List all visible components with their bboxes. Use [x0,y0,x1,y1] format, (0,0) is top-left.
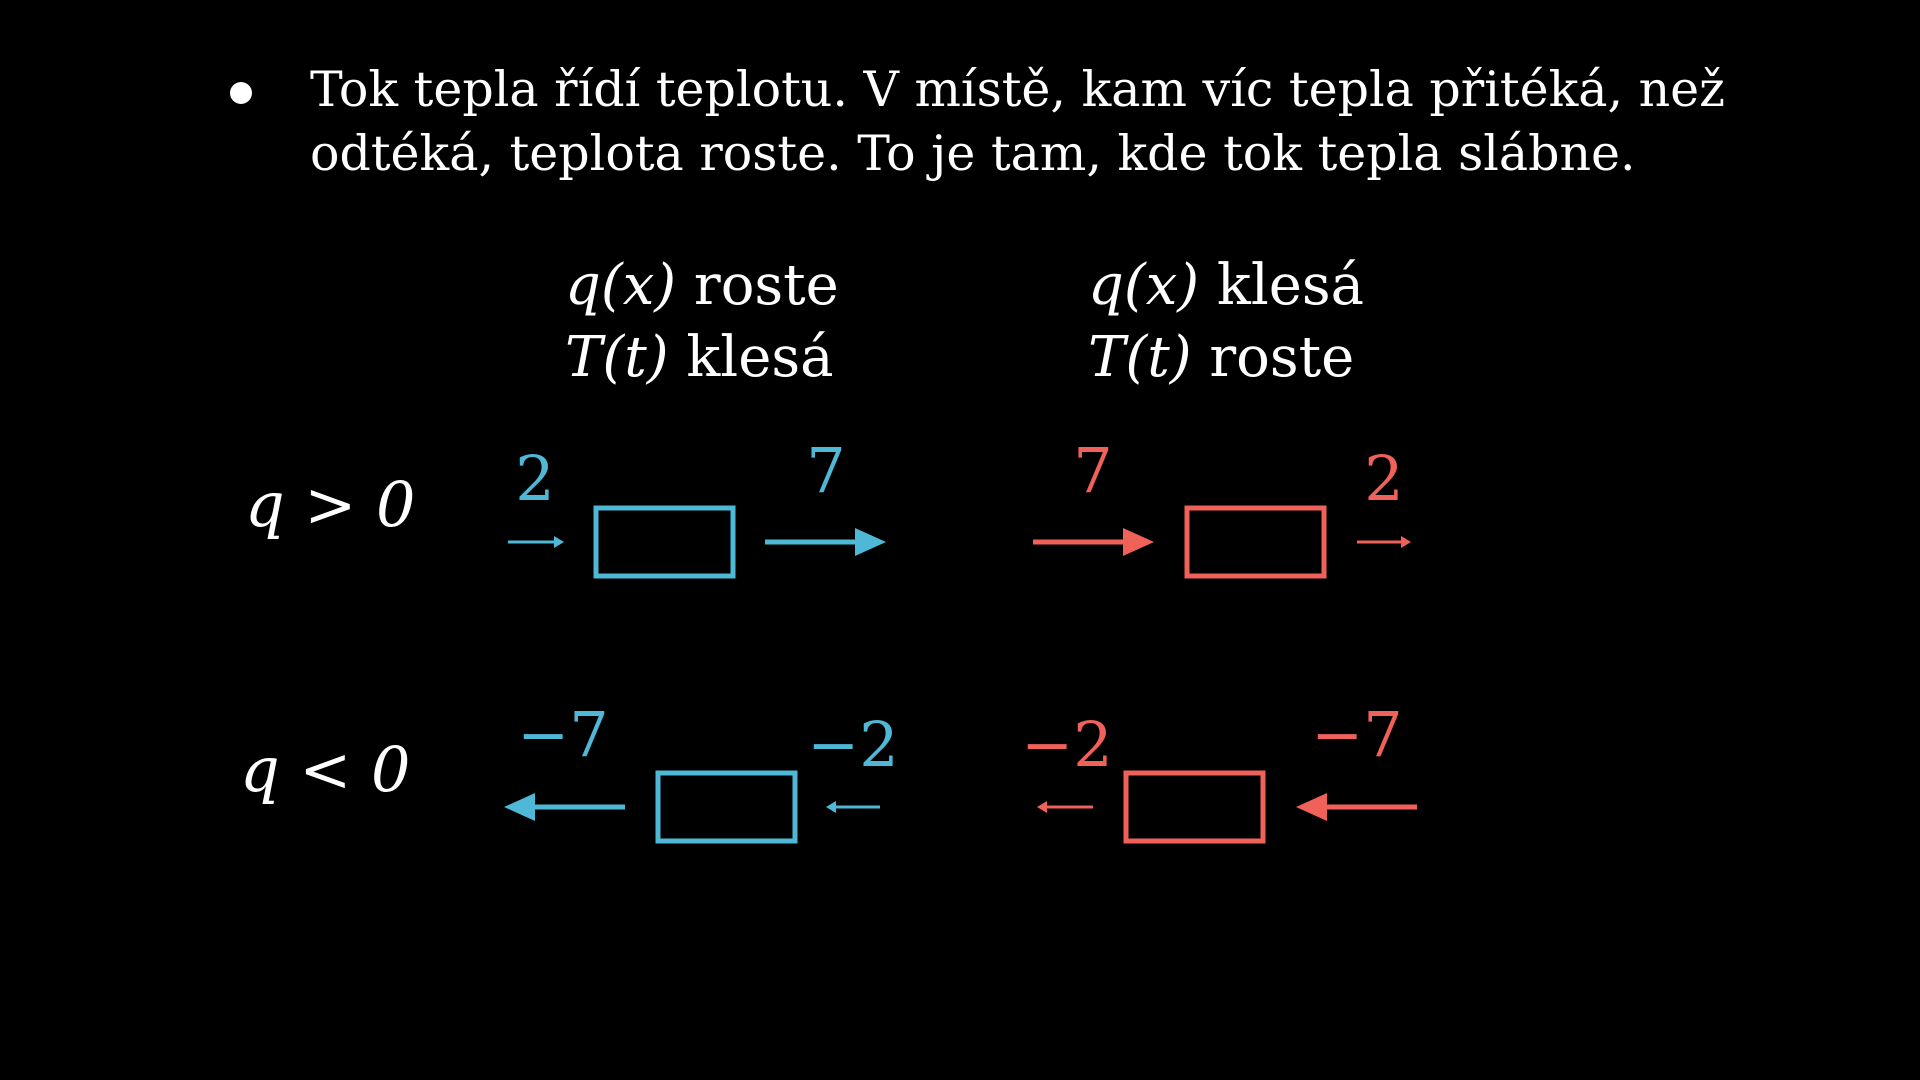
bottom-right-left-value: −2 [1021,708,1112,781]
left-column-heading: q(x) roste T(t) klesá [565,250,839,394]
top-right-small-arrow-head-icon [1401,536,1411,548]
top-right-outflow-value: 2 [1364,442,1403,515]
left-heading-line-1: q(x) roste [565,250,839,322]
top-left-inflow-value: 2 [515,442,554,515]
bottom-left-small-arrow-head-icon [826,801,836,813]
right-column-heading: q(x) klesá T(t) roste [1088,250,1364,394]
row-label-q-positive: q > 0 [245,468,416,541]
row-label-q-negative: q < 0 [240,733,411,806]
bottom-right-small-arrow-head-icon [1037,801,1047,813]
top-right-large-arrow-head-icon [1123,528,1154,556]
q-of-x-symbol: q(x) [565,253,677,318]
bullet-line-2: odtéká, teplota roste. To je tam, kde to… [310,125,1636,182]
bottom-right-right-value: −7 [1311,698,1402,771]
left-heading-line-2: T(t) klesá [565,322,839,394]
bottom-left-right-value: −2 [807,708,898,781]
top-right-inflow-value: 7 [1073,434,1112,507]
left-heading-t-text: klesá [668,325,834,390]
bottom-right-large-arrow-head-icon [1296,793,1327,821]
bottom-left-left-value: −7 [517,698,608,771]
q-of-x-symbol: q(x) [1088,253,1200,318]
right-heading-line-1: q(x) klesá [1088,250,1364,322]
top-left-small-arrow-head-icon [554,536,564,548]
right-heading-q-text: klesá [1199,253,1365,318]
bullet-line-1: Tok tepla řídí teplotu. V místě, kam víc… [310,61,1725,118]
top-left-outflow-value: 7 [806,434,845,507]
right-heading-t-text: roste [1191,325,1355,390]
t-of-t-symbol: T(t) [1088,325,1192,390]
bottom-left-large-arrow-head-icon [504,793,535,821]
bottom-left-element-box [655,770,798,844]
right-heading-line-2: T(t) roste [1088,322,1364,394]
top-left-large-arrow-head-icon [855,528,886,556]
left-heading-q-text: roste [676,253,839,318]
t-of-t-symbol: T(t) [565,325,669,390]
bottom-right-element-box [1123,770,1266,844]
bullet-point-icon [230,82,252,104]
top-left-element-box [593,505,736,579]
bullet-text: Tok tepla řídí teplotu. V místě, kam víc… [310,58,1725,186]
top-right-element-box [1184,505,1327,579]
